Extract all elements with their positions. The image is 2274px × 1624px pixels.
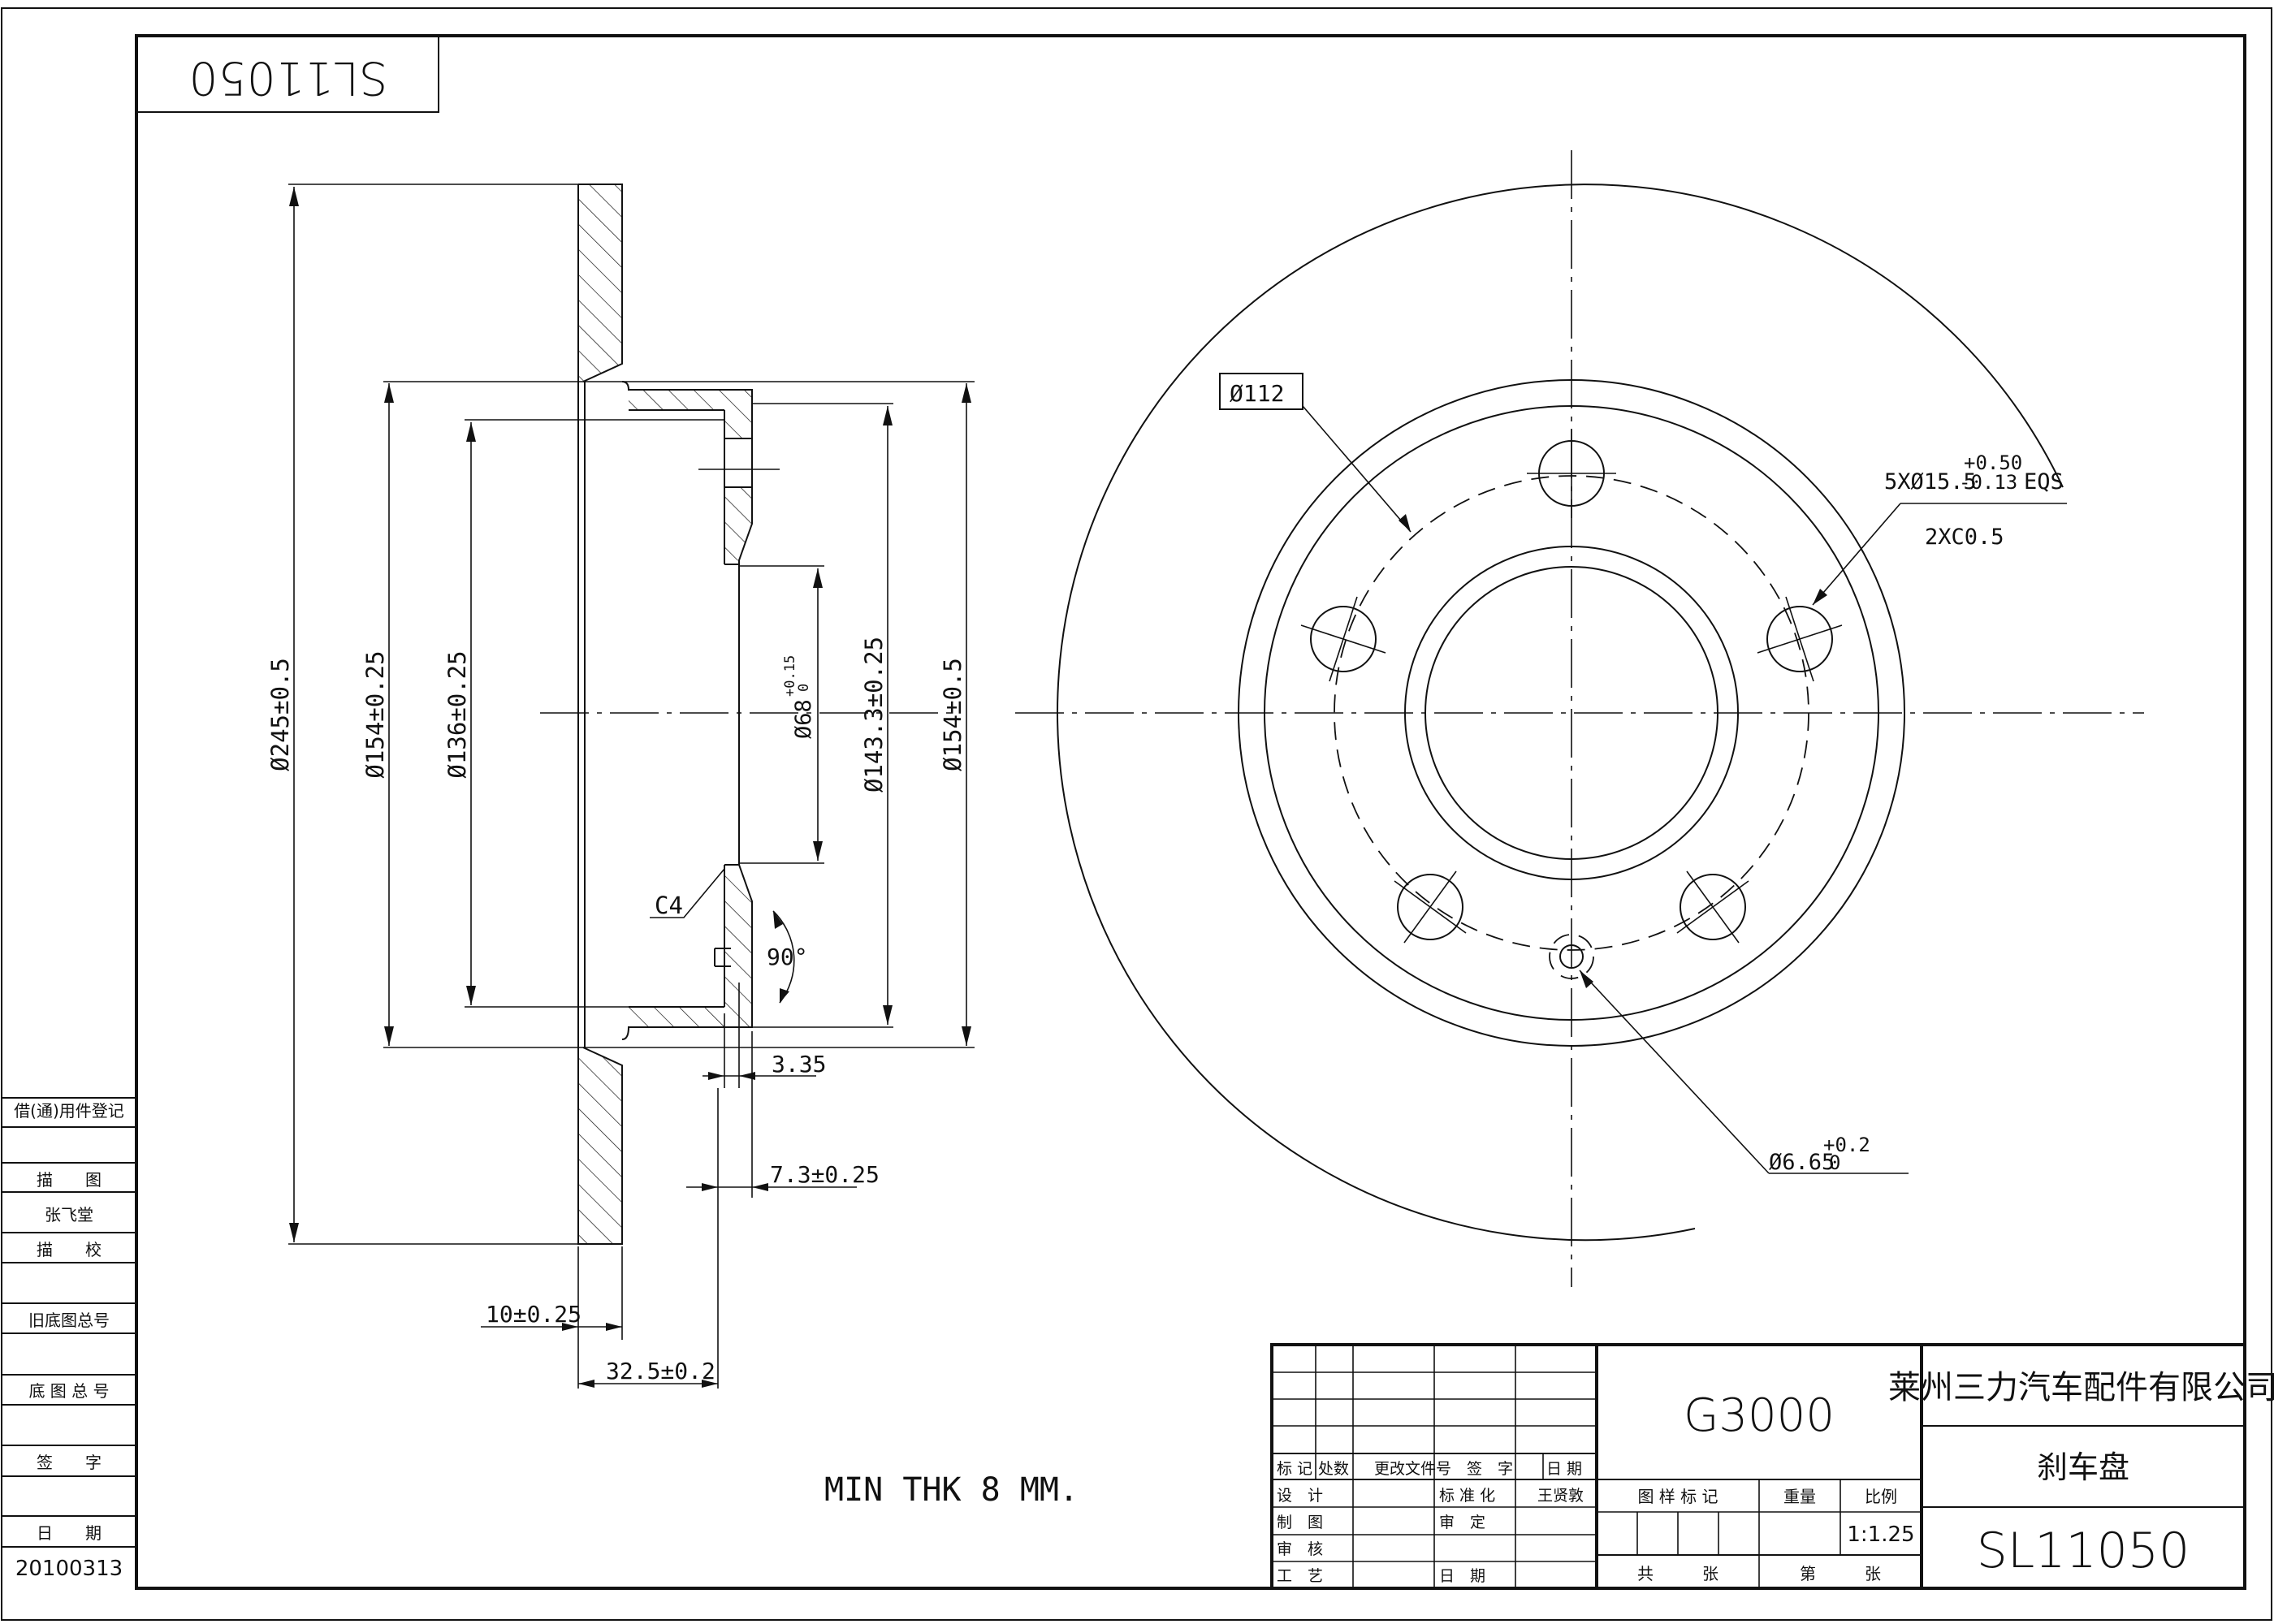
dim-w325: 32.5±0.2 bbox=[606, 1358, 715, 1384]
dim-holes-suffix: EQS bbox=[2024, 469, 2064, 495]
tb-date: 日 期 bbox=[1546, 1460, 1582, 1478]
tb-sign: 签 字 bbox=[1467, 1460, 1513, 1478]
dim-pin-tol-upper: +0.2 bbox=[1823, 1134, 1870, 1156]
dim-angle: 90° bbox=[767, 944, 808, 970]
side-r9: 20100313 bbox=[15, 1557, 123, 1581]
left-record-panel: 借(通)用件登记 描 图 张飞堂 描 校 旧底图总号 底 图 总 号 签 字 日… bbox=[2, 1097, 136, 1581]
dim-pin-tol-lower: 0 bbox=[1829, 1151, 1840, 1174]
tb-doc: 更改文件号 bbox=[1374, 1460, 1451, 1478]
tb-craft: 工 艺 bbox=[1277, 1567, 1323, 1585]
tb-model: G3000 bbox=[1684, 1389, 1835, 1442]
tb-check: 审 核 bbox=[1277, 1540, 1323, 1558]
drawing-frame bbox=[135, 34, 2246, 1590]
tb-ratio: 1:1.25 bbox=[1847, 1522, 1914, 1547]
header-mirrored-code: SL11050 bbox=[189, 51, 388, 104]
dim-c4: C4 bbox=[655, 892, 683, 919]
side-r2: 描 图 bbox=[37, 1170, 102, 1190]
dim-d68-tol-upper: +0.15 bbox=[782, 655, 798, 697]
tb-count: 处数 bbox=[1318, 1460, 1349, 1478]
side-r6: 底 图 总 号 bbox=[28, 1381, 109, 1401]
dim-d154-right: Ø154±0.5 bbox=[939, 658, 966, 771]
section-view: Ø245±0.5 Ø154±0.25 Ø136±0.25 Ø68 +0.15 0… bbox=[266, 184, 975, 1389]
dim-holes-tol-upper: +0.50 bbox=[1964, 451, 2022, 474]
dim-d136: Ø136±0.25 bbox=[443, 650, 471, 778]
tb-ratio-label: 比例 bbox=[1865, 1487, 1897, 1506]
dim-w335: 3.35 bbox=[772, 1051, 826, 1078]
tb-total: 共 张 bbox=[1637, 1564, 1718, 1583]
tb-weight: 重量 bbox=[1783, 1487, 1816, 1506]
dim-pin: Ø6.65 bbox=[1769, 1150, 1835, 1175]
tb-draw: 制 图 bbox=[1277, 1514, 1323, 1531]
header-code-box: SL11050 bbox=[136, 35, 439, 113]
side-r7: 签 字 bbox=[37, 1453, 102, 1472]
tb-pattern: 图 样 标 记 bbox=[1637, 1487, 1718, 1506]
tb-part-no: SL11050 bbox=[1977, 1522, 2190, 1579]
tb-review: 审 定 bbox=[1439, 1514, 1485, 1531]
tb-mark: 标 记 bbox=[1277, 1460, 1312, 1478]
dim-d154-left: Ø154±0.25 bbox=[361, 650, 389, 778]
outer-border bbox=[1, 7, 2272, 1621]
dim-d68: Ø68 bbox=[791, 699, 816, 739]
dim-chamfer: 2XC0.5 bbox=[1925, 525, 2004, 550]
dim-d143: Ø143.3±0.25 bbox=[860, 637, 888, 793]
dim-holes-tol-lower: -0.13 bbox=[1959, 471, 2017, 494]
tb-design: 设 计 bbox=[1277, 1487, 1323, 1505]
side-r4: 描 校 bbox=[37, 1240, 102, 1259]
side-r8: 日 期 bbox=[37, 1523, 102, 1543]
title-block: 标 记 处数 更改文件号 签 字 日 期 设 计 标 准 化 王贤敦 制 图 审… bbox=[1270, 1343, 2274, 1590]
tb-std: 标 准 化 bbox=[1439, 1487, 1495, 1505]
tb-company: 莱州三力汽车配件有限公司 bbox=[1888, 1369, 2274, 1406]
side-r1: 借(通)用件登记 bbox=[14, 1101, 124, 1121]
bolt-holes bbox=[1300, 429, 1843, 944]
dim-w10: 10±0.25 bbox=[486, 1301, 581, 1328]
dim-w73: 7.3±0.25 bbox=[770, 1161, 880, 1188]
note-min-thk: MIN THK 8 MM. bbox=[824, 1471, 1079, 1509]
tb-date2: 日 期 bbox=[1439, 1567, 1485, 1585]
tb-std-person: 王贤敦 bbox=[1537, 1487, 1584, 1505]
dim-pcd: Ø112 bbox=[1230, 380, 1284, 407]
tb-sheet: 第 张 bbox=[1800, 1564, 1881, 1583]
dim-holes: 5XØ15.5 bbox=[1884, 469, 1977, 495]
dim-d245: Ø245±0.5 bbox=[266, 658, 294, 771]
tb-part-name: 刹车盘 bbox=[2037, 1449, 2129, 1485]
side-r5: 旧底图总号 bbox=[28, 1311, 110, 1330]
front-view: Ø112 5XØ15.5 +0.50 -0.13 EQS 2XC0.5 Ø6.6… bbox=[1015, 150, 2144, 1287]
dim-d68-tol-lower: 0 bbox=[796, 684, 812, 692]
side-r3: 张飞堂 bbox=[45, 1205, 93, 1224]
